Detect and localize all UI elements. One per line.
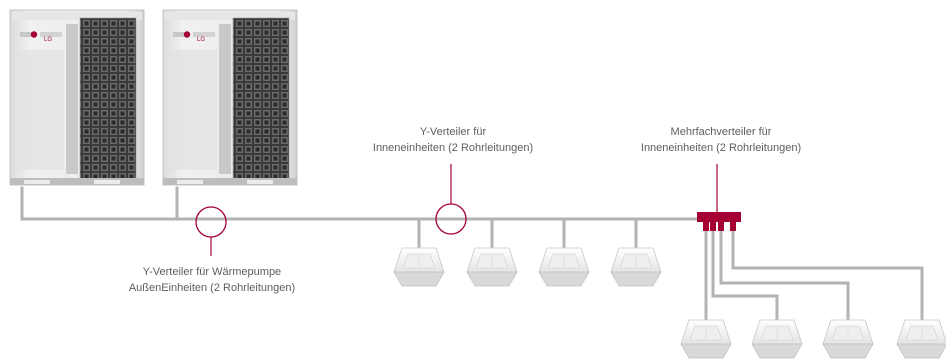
label-line: Y-Verteiler für <box>419 126 487 138</box>
circle-marker-icon <box>195 206 227 238</box>
indoor-unit-8 <box>896 319 946 359</box>
y-branch-indoor-marker <box>435 164 467 235</box>
piping <box>20 186 924 338</box>
label-line: Mehrfachverteiler für <box>670 126 772 138</box>
indoor-unit-6 <box>751 319 803 359</box>
y-branch-outdoor-label: Y-Verteiler für Wärmepumpe AußenEinheite… <box>129 264 295 296</box>
brand-logo: LG <box>197 37 205 43</box>
header-branch-3 <box>719 226 850 338</box>
label-line: Inneneinheiten (2 Rohrleitungen) <box>372 142 534 154</box>
indoor-unit-1 <box>393 247 445 287</box>
outdoor-unit-2: LG <box>162 9 298 186</box>
label-line: AußenEinheiten (2 Rohrleitungen) <box>128 282 296 294</box>
header-branch-2 <box>711 226 779 338</box>
label-line: Y-Verteiler für Wärmepumpe <box>142 266 282 278</box>
indoor-unit-5 <box>680 319 732 359</box>
indoor-unit-7 <box>822 319 874 359</box>
y-branch-outdoor-marker <box>195 206 227 256</box>
y-branch-indoor-label: Y-Verteiler für Inneneinheiten (2 Rohrle… <box>373 124 533 156</box>
distribution-header-icon <box>697 164 741 231</box>
label-line: Inneneinheiten (2 Rohrleitungen) <box>640 142 802 154</box>
header-indoor-label: Mehrfachverteiler für Inneneinheiten (2 … <box>641 124 801 156</box>
indoor-unit-4 <box>610 247 662 287</box>
indoor-unit-2 <box>466 247 518 287</box>
outdoor-unit-1: LG <box>9 9 145 186</box>
header-branch-4 <box>731 226 924 338</box>
indoor-unit-3 <box>538 247 590 287</box>
brand-logo: LG <box>44 37 52 43</box>
